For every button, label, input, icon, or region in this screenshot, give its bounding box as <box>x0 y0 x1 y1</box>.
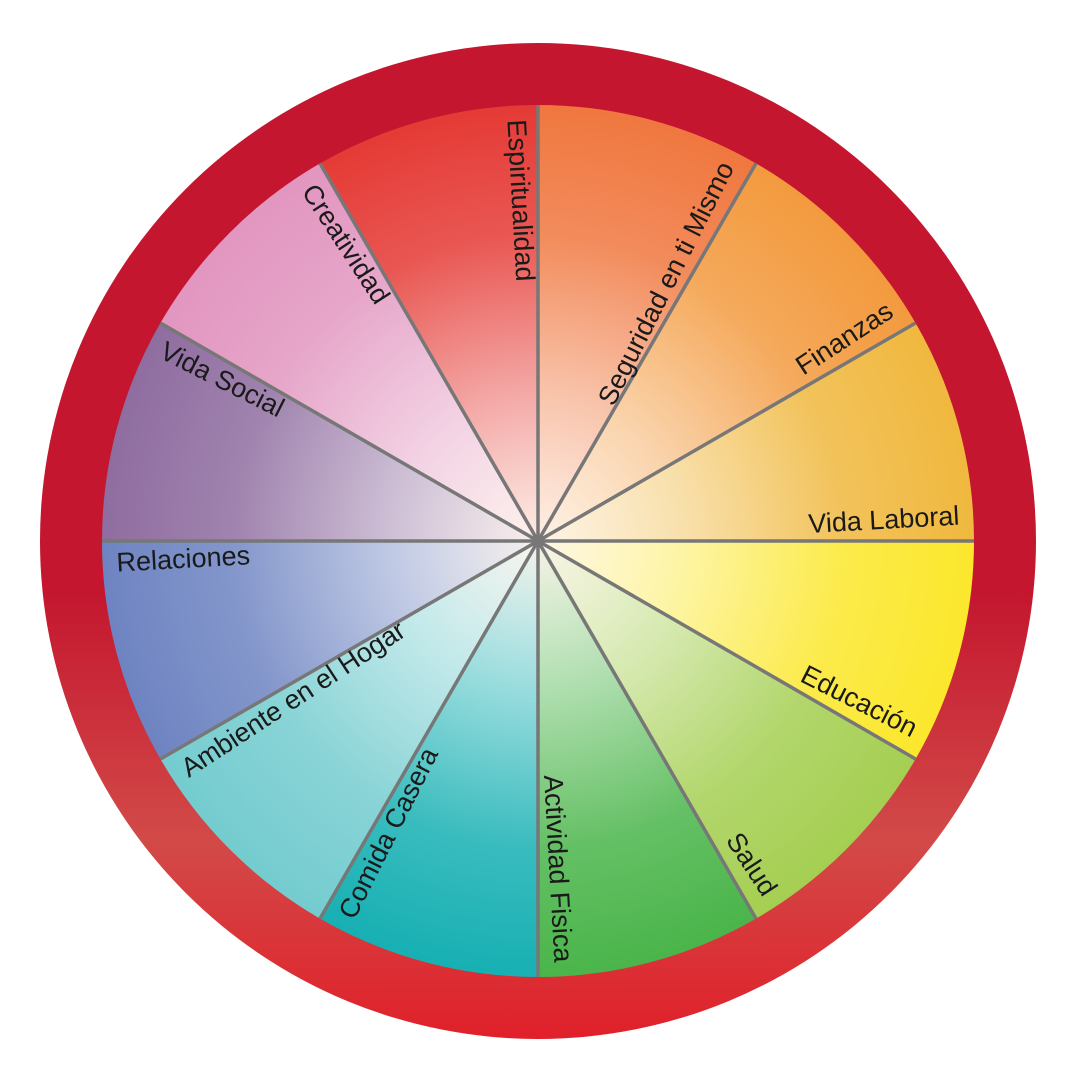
segment-divider <box>537 539 917 761</box>
segment-divider <box>159 539 539 761</box>
segment-divider <box>536 162 758 542</box>
segment-divider <box>537 321 917 543</box>
hub <box>533 536 543 546</box>
segment-divider <box>318 162 540 542</box>
segment-dividers <box>102 105 974 977</box>
segment-divider <box>318 540 540 920</box>
segment-divider <box>159 321 539 543</box>
segment-divider <box>536 540 758 920</box>
label-relaciones: Relaciones <box>116 540 251 577</box>
